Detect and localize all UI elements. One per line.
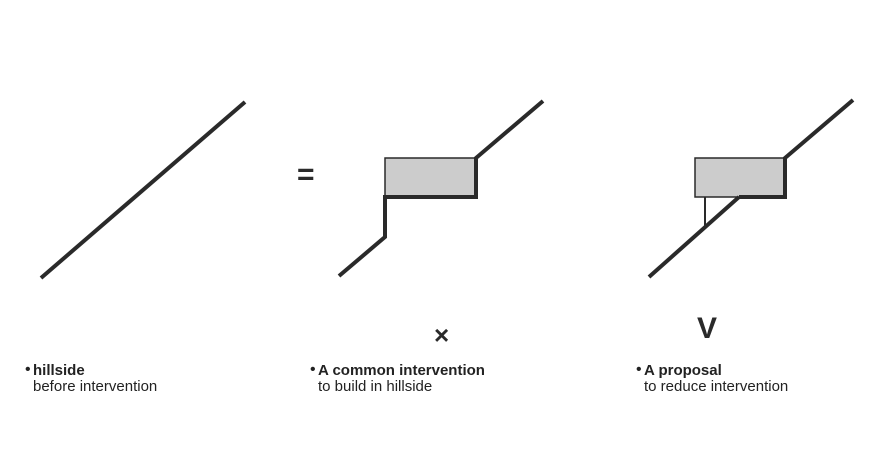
caption-common-intervention: • A common intervention to build in hill… — [310, 361, 485, 395]
panel-proposal — [647, 98, 855, 279]
bullet-icon: • — [25, 361, 31, 378]
hillside-slope-line — [647, 195, 741, 279]
building-box — [384, 157, 477, 198]
caption-title: A common intervention — [318, 362, 485, 379]
caption-subtitle: to reduce intervention — [644, 377, 789, 395]
caption-subtitle: to build in hillside — [318, 377, 433, 395]
hillside-upper-profile — [739, 98, 855, 199]
cross-icon: × — [434, 320, 450, 350]
building-box — [694, 157, 786, 198]
equals-icon: = — [297, 158, 315, 191]
panel-common-intervention — [337, 99, 545, 278]
caption-title: A proposal — [644, 362, 722, 379]
bullet-icon: • — [636, 361, 642, 378]
panel-hillside-before — [39, 100, 247, 280]
hillside-slope-line — [39, 100, 247, 280]
check-icon: V — [697, 312, 718, 345]
caption-title: hillside — [33, 362, 85, 379]
bullet-icon: • — [310, 361, 316, 378]
caption-proposal: • A proposal to reduce intervention — [636, 361, 789, 395]
caption-subtitle: before intervention — [33, 377, 158, 395]
cut-hillside-profile — [337, 99, 545, 278]
caption-hillside: • hillside before intervention — [25, 361, 158, 395]
